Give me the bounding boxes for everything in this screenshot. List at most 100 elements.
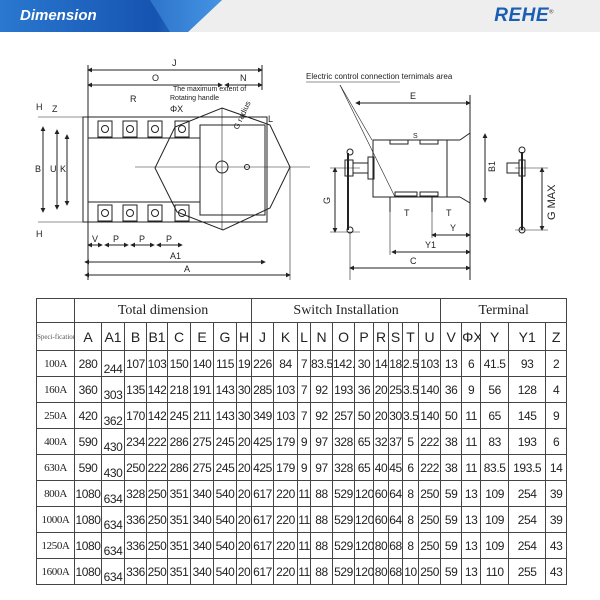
- column-header-a1: A1: [101, 322, 125, 351]
- value-cell: 255: [508, 558, 547, 585]
- value-cell: 32: [373, 428, 390, 455]
- value-cell: 65: [354, 428, 375, 455]
- value-cell: 634: [101, 532, 125, 559]
- value-cell: 120: [354, 532, 375, 559]
- svg-text:E: E: [410, 91, 416, 101]
- value-cell: 250: [418, 506, 442, 533]
- spec-cell: 250A: [36, 402, 75, 429]
- svg-text:C: C: [410, 256, 417, 266]
- value-cell: 222: [418, 428, 442, 455]
- svg-text:G radius: G radius: [232, 100, 253, 131]
- value-cell: 1080: [74, 532, 102, 559]
- value-cell: 275: [190, 428, 214, 455]
- value-cell: 50: [440, 402, 463, 429]
- value-cell: 56: [480, 376, 510, 403]
- column-header-φx: ΦX: [461, 322, 482, 351]
- column-header-u: U: [418, 322, 442, 351]
- value-cell: 250: [418, 480, 442, 507]
- group-header-row: Total dimension Switch Installation Term…: [36, 298, 568, 323]
- value-cell: 9: [297, 454, 312, 481]
- value-cell: 193: [332, 376, 356, 403]
- value-cell: 145: [508, 402, 547, 429]
- svg-text:G MAX: G MAX: [546, 184, 558, 220]
- value-cell: 60: [373, 480, 390, 507]
- value-cell: 88: [310, 532, 334, 559]
- value-cell: 83.5: [480, 454, 510, 481]
- value-cell: 103: [273, 376, 299, 403]
- value-cell: 351: [167, 558, 191, 585]
- value-cell: 39: [545, 506, 568, 533]
- value-cell: 83.5: [310, 350, 334, 377]
- value-cell: 3.5: [402, 402, 420, 429]
- page-title: Dimension: [20, 7, 97, 24]
- value-cell: 93: [508, 350, 547, 377]
- value-cell: 92: [310, 376, 334, 403]
- value-cell: 7: [297, 350, 312, 377]
- value-cell: 8: [402, 480, 420, 507]
- value-cell: 245: [167, 402, 191, 429]
- value-cell: 617: [251, 506, 275, 533]
- column-header-p: P: [354, 322, 375, 351]
- group-terminal: Terminal: [440, 298, 568, 323]
- value-cell: 65: [354, 454, 375, 481]
- value-cell: 250: [146, 480, 168, 507]
- svg-text:The maximum extent of: The maximum extent of: [173, 86, 246, 93]
- value-cell: 540: [213, 480, 237, 507]
- value-cell: 65: [480, 402, 510, 429]
- value-cell: 13: [461, 506, 482, 533]
- value-cell: 340: [190, 532, 214, 559]
- svg-text:ΦX: ΦX: [170, 104, 183, 114]
- value-cell: 13: [461, 480, 482, 507]
- value-cell: 92: [310, 402, 334, 429]
- value-cell: 120: [354, 480, 375, 507]
- value-cell: 336: [124, 532, 147, 559]
- value-cell: 336: [124, 558, 147, 585]
- value-cell: 285: [251, 376, 275, 403]
- value-cell: 5: [402, 428, 420, 455]
- column-header-n: N: [310, 322, 334, 351]
- value-cell: 340: [190, 480, 214, 507]
- value-cell: 425: [251, 454, 275, 481]
- value-cell: 244: [101, 350, 125, 377]
- column-header-y: Y: [480, 322, 510, 351]
- value-cell: 328: [124, 480, 147, 507]
- svg-text:O: O: [152, 73, 159, 83]
- value-cell: 14: [545, 454, 568, 481]
- column-header-v: V: [440, 322, 463, 351]
- value-cell: 2: [545, 350, 568, 377]
- value-cell: 250: [146, 532, 168, 559]
- value-cell: 275: [190, 454, 214, 481]
- value-cell: 45: [388, 454, 404, 481]
- side-view: [306, 81, 548, 280]
- value-cell: 220: [273, 480, 299, 507]
- value-cell: 20: [373, 376, 390, 403]
- value-cell: 110: [480, 558, 510, 585]
- value-cell: 30: [388, 402, 404, 429]
- spec-cell: 100A: [36, 350, 75, 377]
- value-cell: 120: [354, 506, 375, 533]
- svg-text:V: V: [92, 234, 98, 244]
- svg-text:K: K: [60, 164, 66, 174]
- svg-text:Y: Y: [450, 223, 456, 233]
- value-cell: 103: [273, 402, 299, 429]
- svg-text:S: S: [413, 133, 418, 140]
- value-cell: 234: [124, 428, 147, 455]
- value-cell: 220: [273, 506, 299, 533]
- value-cell: 218: [167, 376, 191, 403]
- value-cell: 1080: [74, 480, 102, 507]
- value-cell: 103: [146, 350, 168, 377]
- value-cell: 84: [273, 350, 299, 377]
- value-cell: 143: [213, 402, 237, 429]
- value-cell: 6: [402, 454, 420, 481]
- value-cell: 80: [373, 532, 390, 559]
- value-cell: 142: [146, 376, 168, 403]
- value-cell: 40: [373, 454, 390, 481]
- column-header-j: J: [251, 322, 275, 351]
- value-cell: 250: [146, 506, 168, 533]
- value-cell: 68: [388, 558, 404, 585]
- value-cell: 68: [388, 532, 404, 559]
- value-cell: 11: [461, 428, 482, 455]
